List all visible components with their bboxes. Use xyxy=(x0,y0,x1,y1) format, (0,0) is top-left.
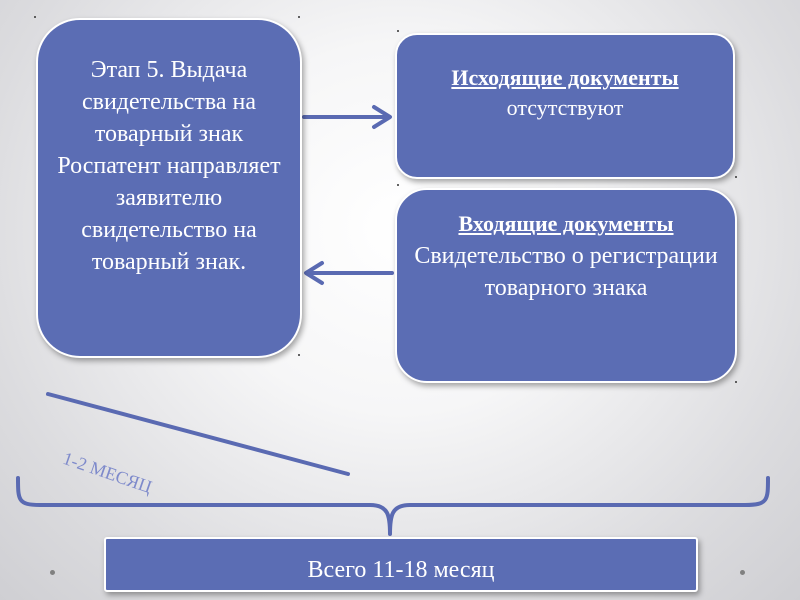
decor-dot xyxy=(735,381,737,383)
incoming-documents-title: Входящие документы xyxy=(458,211,674,236)
arrow-to-stage xyxy=(304,261,394,285)
decor-dot xyxy=(735,176,737,178)
decor-dot xyxy=(34,16,36,18)
stage-5-text: Этап 5. Выдача свидетельства на товарный… xyxy=(57,57,281,275)
decor-dot xyxy=(740,570,745,575)
decor-dot xyxy=(397,184,399,186)
timeline-divider-line xyxy=(46,392,350,476)
incoming-documents-box: Входящие документы Свидетельство о регис… xyxy=(395,188,737,383)
decor-dot xyxy=(298,354,300,356)
arrow-to-outgoing xyxy=(302,105,392,129)
outgoing-documents-title: Исходящие документы xyxy=(451,65,679,90)
decor-dot xyxy=(50,570,55,575)
total-duration-box: Всего 11-18 месяц xyxy=(104,537,698,592)
outgoing-documents-body: отсутствуют xyxy=(506,95,624,120)
stage-5-box: Этап 5. Выдача свидетельства на товарный… xyxy=(36,18,302,358)
outgoing-documents-box: Исходящие документы отсутствуют xyxy=(395,33,735,179)
total-brace xyxy=(16,476,770,536)
decor-dot xyxy=(397,30,399,32)
incoming-documents-body: Свидетельство о регистрации товарного зн… xyxy=(414,243,718,301)
decor-dot xyxy=(298,16,300,18)
total-duration-text: Всего 11-18 месяц xyxy=(307,557,495,583)
